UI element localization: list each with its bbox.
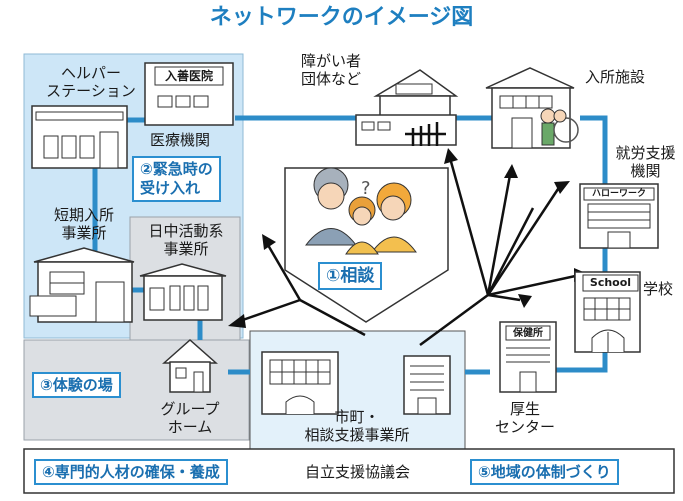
label-employment-support: 就労支援 機関 bbox=[615, 144, 676, 180]
badge-consultation: ①相談 bbox=[318, 262, 383, 290]
school-building bbox=[574, 271, 641, 353]
badge-regional-system: ⑤地域の体制づくり bbox=[470, 459, 619, 485]
badge-experience-place: ③体験の場 bbox=[32, 372, 121, 398]
label-council: 自立支援協議会 bbox=[305, 463, 411, 481]
helper-station-building bbox=[31, 105, 128, 169]
label-residential-facility: 入所施設 bbox=[585, 68, 646, 86]
hospital-building bbox=[144, 62, 234, 126]
label-day-activity: 日中活動系 事業所 bbox=[148, 222, 224, 258]
badge-emergency: ②緊急時の 受け入れ bbox=[132, 156, 221, 202]
sign-hello-work: ハローワーク bbox=[591, 189, 646, 199]
label-group-home: グループ ホーム bbox=[160, 400, 220, 436]
label-school: 学校 bbox=[643, 280, 674, 298]
badge-human-resources: ④専門的人材の確保・養成 bbox=[34, 459, 228, 485]
residential-facility-building bbox=[485, 67, 579, 149]
hello-work-building bbox=[579, 183, 659, 249]
diagram-title: ネットワークのイメージ図 bbox=[209, 5, 474, 30]
sign-health-center: 保健所 bbox=[513, 328, 543, 339]
label-disability-groups: 障がい者 団体など bbox=[300, 52, 361, 88]
short-stay-building bbox=[29, 247, 135, 323]
label-health-center: 厚生 センター bbox=[494, 400, 555, 436]
group-home-building bbox=[162, 338, 218, 393]
label-helper-station: ヘルパー ステーション bbox=[46, 64, 136, 100]
sign-school: School bbox=[589, 276, 632, 289]
label-municipality: 市町・ 相談支援事業所 bbox=[304, 408, 410, 444]
svg-text:?: ? bbox=[361, 178, 371, 199]
sign-hospital: 入善医院 bbox=[164, 69, 213, 83]
label-short-stay: 短期入所 事業所 bbox=[53, 206, 114, 242]
health-center-building bbox=[499, 321, 557, 393]
municipality-buildings bbox=[261, 351, 451, 415]
day-activity-building bbox=[139, 263, 227, 321]
label-medical-institution: 医療機関 bbox=[150, 131, 211, 149]
family-illustration: ? bbox=[304, 167, 417, 255]
arrows bbox=[236, 157, 581, 347]
disability-groups-building bbox=[355, 69, 459, 146]
